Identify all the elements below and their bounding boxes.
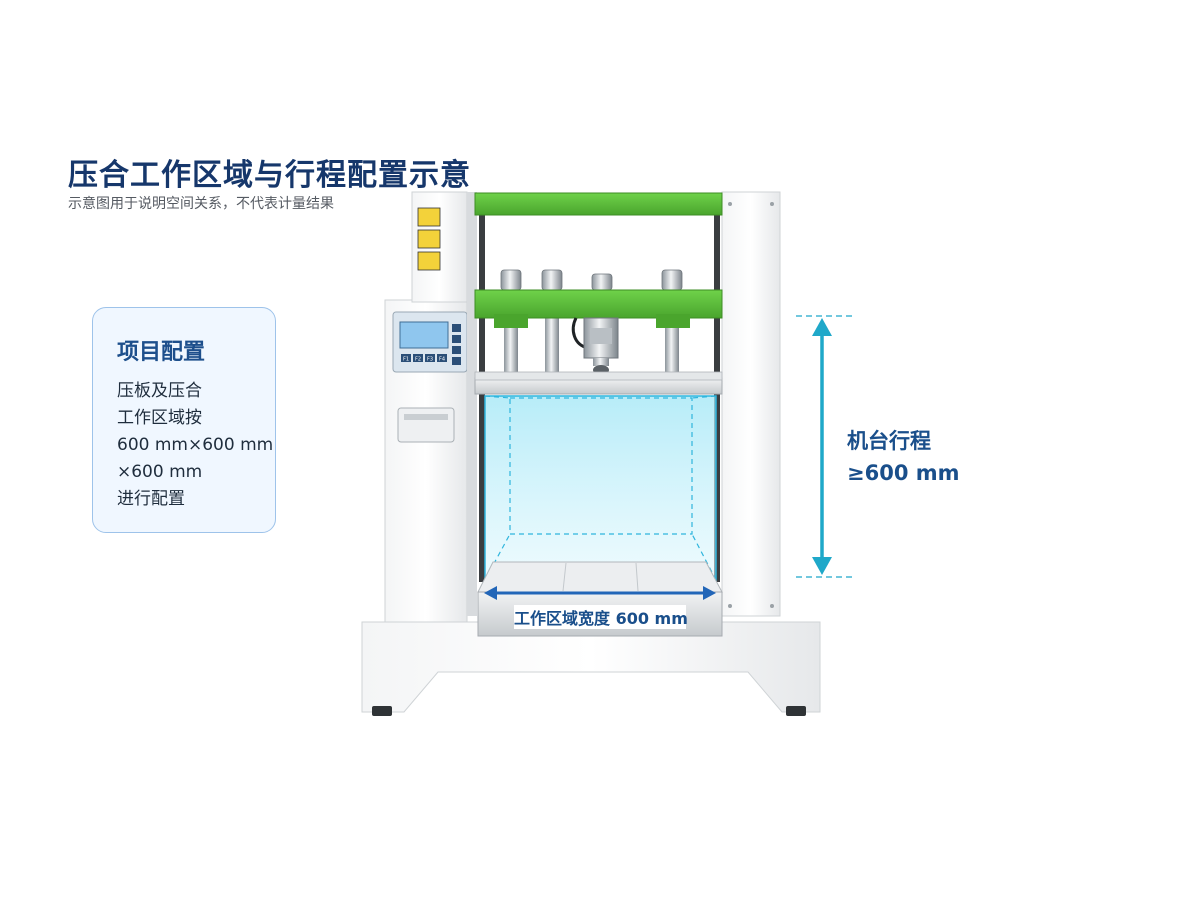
printer-slot bbox=[397, 407, 455, 443]
right-column bbox=[721, 191, 781, 617]
control-panel: F1 F2 F3 F4 bbox=[392, 311, 468, 373]
info-card-line: 工作区域按 bbox=[117, 408, 202, 428]
stroke-label: 机台行程 ≥600 mm bbox=[847, 425, 960, 489]
left-inner-column bbox=[467, 192, 477, 616]
control-cabinet bbox=[384, 191, 468, 623]
load-cell bbox=[571, 317, 619, 375]
panel-key-f1: F1 bbox=[403, 357, 409, 363]
panel-key-f2: F2 bbox=[415, 357, 421, 363]
page-title: 压合工作区域与行程配置示意 bbox=[68, 158, 471, 193]
info-card-line: 进行配置 bbox=[117, 489, 185, 509]
panel-key-f4: F4 bbox=[439, 357, 445, 363]
info-card-line: 压板及压合 bbox=[117, 381, 202, 401]
stroke-label-title: 机台行程 bbox=[847, 429, 931, 453]
info-card-title: 项目配置 bbox=[117, 340, 206, 365]
top-beam bbox=[474, 192, 723, 216]
info-card-line: ×600 mm bbox=[117, 462, 203, 482]
info-card: 项目配置 压板及压合 工作区域按 600 mm×600 mm ×600 mm 进… bbox=[92, 307, 276, 533]
width-label: 工作区域宽度 600 mm bbox=[514, 605, 688, 629]
stroke-label-value: ≥600 mm bbox=[847, 461, 960, 485]
middle-crossbeam bbox=[474, 289, 723, 328]
stroke-dimension-arrow bbox=[796, 315, 852, 578]
info-card-line: 600 mm×600 mm bbox=[117, 435, 274, 455]
page-subtitle: 示意图用于说明空间关系，不代表计量结果 bbox=[68, 196, 334, 212]
work-zone-box bbox=[484, 395, 717, 581]
lead-screws bbox=[479, 210, 720, 582]
panel-key-f3: F3 bbox=[427, 357, 433, 363]
machine-base bbox=[361, 621, 821, 716]
upper-platen bbox=[474, 371, 723, 395]
width-dimension-arrow bbox=[484, 586, 716, 600]
